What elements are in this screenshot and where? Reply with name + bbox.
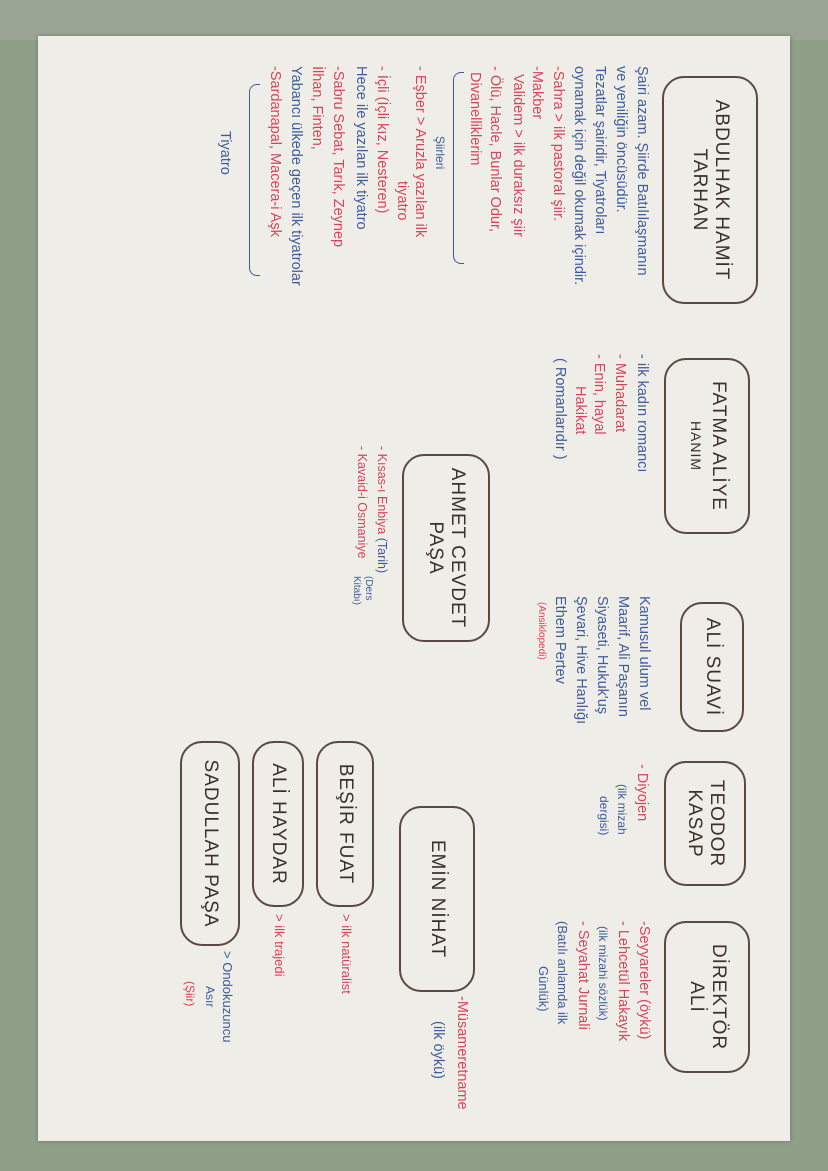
note-line: - Kısas-ı Enbiya (Tarih) bbox=[371, 446, 392, 573]
heading-sadullah-pasa: SADULLAH PAŞA bbox=[180, 741, 240, 946]
heading-title: EMİN NİHAT bbox=[427, 839, 448, 959]
note-line: - Lehcetül Hakayık bbox=[615, 921, 631, 1042]
heading-title: TEODOR bbox=[706, 779, 727, 868]
note-line: dergisi) bbox=[597, 796, 611, 836]
note-line: -Makber bbox=[529, 66, 545, 120]
note-line: Kamusul ulum vel bbox=[636, 596, 652, 711]
note-poster: ABDULHAK HAMİT TARHAN Şairi azam. Şiirde… bbox=[38, 36, 790, 1141]
note-line: > ilk trajedi bbox=[272, 914, 287, 977]
note-line: Yabancı ülkede geçen ilk tiyatrolar bbox=[288, 66, 304, 286]
note-line: - Kavaid-i Osmaniye bbox=[351, 446, 372, 559]
note-line: (Şiir) bbox=[183, 981, 197, 1007]
note-line: (Ansiklopedi) bbox=[536, 602, 547, 660]
note-line: Hakikat bbox=[572, 386, 588, 435]
heading-ahmet-cevdet: AHMET CEVDET PAŞA bbox=[402, 454, 490, 642]
heading-title: AHMET CEVDET bbox=[447, 467, 468, 629]
group-label: Şiirleri bbox=[433, 136, 447, 170]
note-line: -Sardanapal, Macera-i Aşk bbox=[267, 66, 283, 237]
note-line: Siyaseti, Hukuk'uş bbox=[594, 596, 610, 715]
group-label: Tiyatro bbox=[217, 131, 233, 175]
heading-ali-haydar: ALİ HAYDAR bbox=[252, 741, 304, 907]
note-line: Şairi azam. Şiirde Batılılaşmanın bbox=[634, 66, 650, 276]
note-line: - Eşber > Aruzla yazılan ilk bbox=[412, 66, 428, 238]
note-line: - Ölü, Hacle, Bunlar Odur, bbox=[487, 66, 503, 233]
heading-ali-suavi: ALİ SUAVİ bbox=[680, 602, 744, 732]
note-line: tiyatro bbox=[394, 181, 410, 221]
note-line: - İçli (İçli kız, Nesteren) bbox=[374, 66, 390, 214]
note-line: -Müsameretname bbox=[454, 996, 470, 1110]
note-line: Asır bbox=[203, 986, 217, 1008]
note-line: > Ondokuzuncu bbox=[220, 951, 235, 1043]
heading-emin-nihat: EMİN NİHAT bbox=[399, 806, 475, 992]
note-line: Tezatlar şairidir, Tiyatroları bbox=[592, 66, 608, 235]
note-line: - Enin, hayal bbox=[591, 354, 607, 435]
note-line: - ilk kadın romancı bbox=[634, 354, 650, 473]
note-text: (Ders bbox=[363, 576, 374, 601]
note-line: Hece ile yazılan ilk tiyatro bbox=[353, 66, 369, 230]
background-band bbox=[0, 0, 828, 40]
note-line: ve yeniliğin öncüsüdür. bbox=[613, 66, 629, 213]
heading-title: FATMA ALİYE bbox=[708, 381, 729, 511]
note-line: Ethem Pertev bbox=[552, 596, 568, 684]
heading-title: SADULLAH PAŞA bbox=[200, 759, 221, 928]
note-line: Günlük) bbox=[536, 966, 551, 1012]
note-line: > ilk natüralist bbox=[339, 914, 354, 994]
note-text: - Kısas-ı Enbiya bbox=[375, 446, 389, 535]
note-line: Validem > ilk duraksız şiir bbox=[510, 74, 526, 237]
heading-direktor-ali: DİREKTÖR ALİ bbox=[664, 921, 750, 1073]
note-line: oynamak için değil okumak içindir. bbox=[571, 66, 587, 286]
heading-title: ALİ HAYDAR bbox=[268, 763, 289, 885]
heading-fatma-aliye: FATMA ALİYE HANIM bbox=[664, 358, 750, 534]
heading-subtitle: KASAP bbox=[684, 789, 705, 858]
note-line: (Batılı anlamda ilk bbox=[555, 921, 570, 1025]
heading-teodor-kasap: TEODOR KASAP bbox=[664, 761, 746, 886]
brace bbox=[453, 72, 464, 264]
heading-besir-fuat: BEŞİR FUAT bbox=[316, 741, 374, 907]
heading-subtitle: PAŞA bbox=[425, 521, 446, 575]
note-line: (ilk mizahi sözlük) bbox=[596, 926, 610, 1021]
note-line: Maarif, Ali Paşanın bbox=[615, 596, 631, 717]
heading-title: DİREKTÖR bbox=[708, 943, 729, 1051]
note-line: İlhan, Finten, bbox=[309, 66, 325, 150]
heading-title: ABDULHAK HAMİT bbox=[711, 99, 732, 281]
note-line: - Muhadarat bbox=[612, 354, 628, 433]
note-line: - Seyahat Jurnali bbox=[575, 921, 591, 1030]
note-text: Kitabı) bbox=[351, 576, 362, 605]
heading-title: ALİ SUAVİ bbox=[702, 617, 723, 717]
note-line: ( Romanlarıdır ) bbox=[552, 358, 568, 460]
note-line: -Sahra > ilk pastoral şiir. bbox=[550, 66, 566, 222]
note-line: - Diyojen bbox=[634, 764, 650, 822]
note-line: -Seyyareler (öykü) bbox=[636, 921, 652, 1040]
note-line: (ilk öykü) bbox=[430, 1021, 446, 1080]
note-text: - Kavaid-i Osmaniye bbox=[355, 446, 369, 559]
heading-subtitle: TARHAN bbox=[689, 148, 710, 232]
heading-abdulhak-hamit: ABDULHAK HAMİT TARHAN bbox=[662, 76, 758, 304]
note-line: Divanelliklerim bbox=[467, 72, 483, 166]
note-line: (ilk mizah bbox=[615, 784, 629, 835]
heading-subtitle: HANIM bbox=[688, 420, 704, 472]
note-line: Şevari, Hive Hanlığı bbox=[573, 596, 589, 725]
note-text: (Tarih) bbox=[375, 537, 389, 574]
heading-title: BEŞİR FUAT bbox=[335, 763, 356, 885]
note-line: -Sabru Sebat, Tarık, Zeynep bbox=[330, 66, 346, 248]
heading-subtitle: ALİ bbox=[686, 981, 707, 1013]
brace bbox=[249, 84, 260, 276]
